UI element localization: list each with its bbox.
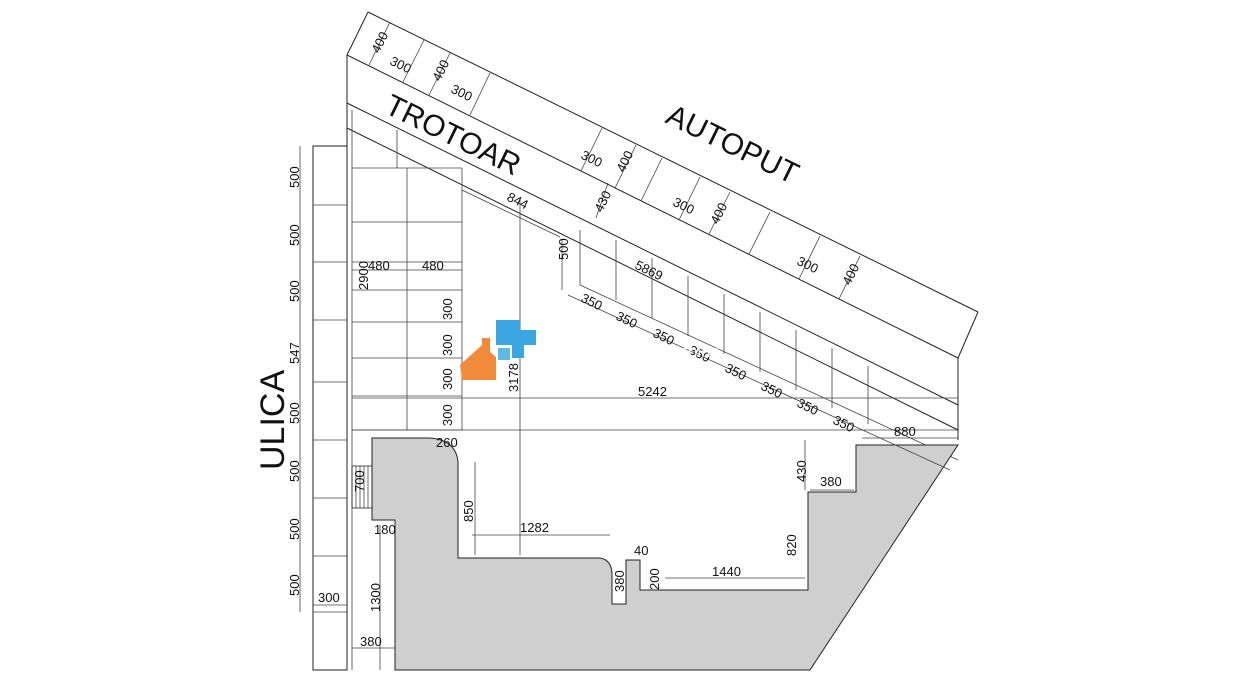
dim-label: 300 [671, 194, 697, 217]
watermark-text: Alfa Sistem nekretnine [550, 342, 720, 361]
dim-label: 200 [647, 568, 662, 590]
stairs [351, 465, 373, 509]
dim-label: 820 [784, 534, 799, 556]
dim-label: 400 [839, 261, 862, 287]
dim-label: 350 [831, 412, 857, 435]
dim-label: 1282 [520, 520, 549, 535]
dim-label: 300 [318, 590, 340, 605]
dim-label: 500 [287, 280, 302, 302]
dim-label: 300 [579, 147, 605, 170]
dim-label: 380 [612, 570, 627, 592]
dim-label: 547 [287, 342, 302, 364]
dim-label: 300 [449, 81, 475, 104]
dim-label: 880 [894, 424, 916, 439]
dim-label: 300 [795, 253, 821, 276]
dim-label: 380 [820, 474, 842, 489]
dim-label: 500 [287, 402, 302, 424]
dim-label: 3178 [506, 363, 521, 392]
dim-label: 850 [461, 500, 476, 522]
dim-label: 5242 [638, 384, 667, 399]
dim-label: 400 [368, 29, 391, 55]
autoput-label: AUTOPUT [661, 99, 804, 191]
dim-label: 500 [556, 238, 571, 260]
dim-label: 844 [505, 189, 531, 212]
highway-strip [346, 11, 979, 359]
dim-label: 1300 [368, 583, 383, 612]
dim-label: 500 [287, 166, 302, 188]
dim-label: 500 [287, 518, 302, 540]
dim-label: 300 [440, 334, 455, 356]
dim-label: 400 [707, 200, 730, 226]
dim-label: 5869 [633, 257, 666, 283]
dim-label: 180 [374, 522, 396, 537]
dim-label: 260 [436, 435, 458, 450]
dim-label: 480 [368, 258, 390, 273]
dim-label: 480 [422, 258, 444, 273]
house-puzzle-logo-icon [460, 320, 536, 380]
dim-label: 350 [723, 360, 749, 383]
dim-label: 1440 [712, 564, 741, 579]
dim-label: 300 [440, 368, 455, 390]
dim-label: 350 [614, 308, 640, 331]
dim-label: 40 [634, 543, 648, 558]
dim-label: 350 [795, 395, 821, 418]
dimension-lines [299, 146, 958, 670]
dim-label: 430 [591, 188, 614, 214]
building-footprint [371, 437, 959, 671]
dim-label: 500 [287, 574, 302, 596]
dim-label: 430 [794, 460, 809, 482]
parking-grid [351, 110, 959, 670]
street-column [312, 145, 348, 671]
dim-label: 700 [352, 470, 367, 492]
dim-label: 500 [287, 224, 302, 246]
dim-label: 2900 [356, 261, 371, 290]
ulica-label: ULICA [254, 370, 292, 470]
dim-label: 400 [429, 57, 452, 83]
dim-label: 300 [388, 53, 414, 76]
dim-label: 380 [360, 634, 382, 649]
dim-label: 300 [440, 298, 455, 320]
dim-label: 300 [440, 404, 455, 426]
dim-label: 500 [287, 460, 302, 482]
